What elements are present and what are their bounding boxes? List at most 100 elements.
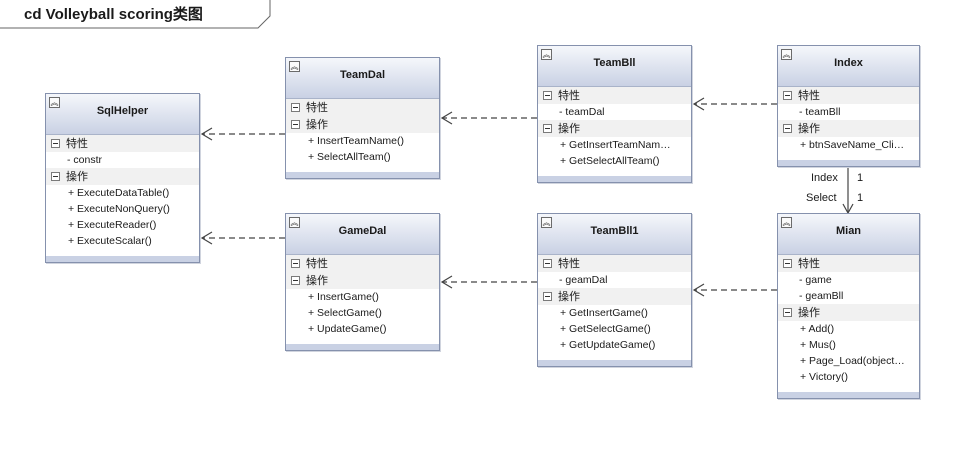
arrowhead-teambll1 [692,283,705,297]
operations-section-header[interactable]: 操作 [778,304,919,321]
operations-section-header[interactable]: 操作 [538,120,691,137]
class-mian[interactable]: ︽ Mian 特性 - game - geamBll 操作 + Add() + … [777,213,920,399]
association-target-role: Select [806,192,837,204]
operation-item: + ExecuteScalar() [68,235,152,247]
frame-tab-outline [0,0,271,29]
collapse-minus-icon[interactable] [783,91,792,100]
class-teambll[interactable]: ︽ TeamBll 特性 - teamDal 操作 + GetInsertTea… [537,45,692,183]
attributes-section-header[interactable]: 特性 [778,255,919,272]
diagram-title: cd Volleyball scoring类图 [24,6,203,23]
arrowhead-gamedal [440,275,453,289]
operations-section-header[interactable]: 操作 [538,288,691,305]
class-index[interactable]: ︽ Index 特性 - teamBll 操作 + btnSaveName_Cl… [777,45,920,167]
attributes-section-header[interactable]: 特性 [778,87,919,104]
arrowhead-teamdal [440,111,453,125]
class-name: TeamBll1 [590,225,639,237]
class-footer [538,176,691,182]
attribute-item: - game [799,274,832,286]
operation-item: + ExecuteNonQuery() [68,203,170,215]
class-footer [286,172,439,178]
class-name: TeamBll [593,57,636,69]
attribute-item: - geamBll [799,290,844,302]
attributes-section-header[interactable]: 特性 [286,255,439,272]
collapse-minus-icon[interactable] [783,259,792,268]
attribute-item: - teamDal [559,106,605,118]
class-header: ︽ TeamBll1 [538,214,691,255]
class-header: ︽ SqlHelper [46,94,199,135]
operation-item: + ExecuteDataTable() [68,187,170,199]
collapse-minus-icon[interactable] [51,139,60,148]
class-header: ︽ TeamDal [286,58,439,99]
class-header: ︽ Mian [778,214,919,255]
class-footer [778,160,919,166]
class-footer [286,344,439,350]
collapse-minus-icon[interactable] [543,259,552,268]
operation-item: + GetSelectGame() [560,323,651,335]
operations-section-header[interactable]: 操作 [286,272,439,289]
attributes-section-header[interactable]: 特性 [538,255,691,272]
diagram-frame-tab: cd Volleyball scoring类图 [0,0,271,29]
operation-item: + GetSelectAllTeam() [560,155,660,167]
class-gamedal[interactable]: ︽ GameDal 特性 操作 + InsertGame() + SelectG… [285,213,440,351]
collapse-minus-icon[interactable] [291,103,300,112]
operation-item: + btnSaveName_Cli… [800,139,905,151]
operations-section-header[interactable]: 操作 [286,116,439,133]
class-sqlhelper[interactable]: ︽ SqlHelper 特性 - constr 操作 + ExecuteData… [45,93,200,263]
attributes-section-header[interactable]: 特性 [538,87,691,104]
class-header: ︽ TeamBll [538,46,691,87]
collapse-minus-icon[interactable] [543,91,552,100]
operation-item: + InsertGame() [308,291,379,303]
attributes-section-header[interactable]: 特性 [286,99,439,116]
operation-item: + GetInsertGame() [560,307,648,319]
operation-item: + InsertTeamName() [308,135,404,147]
collapse-minus-icon[interactable] [291,276,300,285]
operation-item: + GetInsertTeamNam… [560,139,671,151]
collapse-chevron-icon[interactable]: ︽ [781,49,792,60]
class-teamdal[interactable]: ︽ TeamDal 特性 操作 + InsertTeamName() + Sel… [285,57,440,179]
class-name: SqlHelper [96,105,149,117]
operations-section-header[interactable]: 操作 [778,120,919,137]
class-teambll1[interactable]: ︽ TeamBll1 特性 - geamDal 操作 + GetInsertGa… [537,213,692,367]
collapse-chevron-icon[interactable]: ︽ [49,97,60,108]
arrowhead-sqlhelper-top [200,127,213,141]
class-footer [46,256,199,262]
collapse-minus-icon[interactable] [783,308,792,317]
class-name: Mian [835,225,862,237]
collapse-minus-icon[interactable] [543,124,552,133]
collapse-minus-icon[interactable] [291,120,300,129]
collapse-minus-icon[interactable] [291,259,300,268]
operation-item: + Add() [800,323,835,335]
operation-item: + GetUpdateGame() [560,339,656,351]
collapse-chevron-icon[interactable]: ︽ [781,217,792,228]
operation-item: + Page_Load(object… [800,355,905,367]
class-header: ︽ Index [778,46,919,87]
association-target-multiplicity: 1 [857,192,864,204]
class-name: GameDal [338,225,387,237]
class-header: ︽ GameDal [286,214,439,255]
operation-item: + UpdateGame() [308,323,387,335]
operation-item: + ExecuteReader() [68,219,157,231]
collapse-chevron-icon[interactable]: ︽ [541,49,552,60]
attribute-item: - geamDal [559,274,608,286]
attributes-section-header[interactable]: 特性 [46,135,199,152]
collapse-chevron-icon[interactable]: ︽ [289,217,300,228]
operation-item: + Victory() [800,371,848,383]
collapse-minus-icon[interactable] [51,172,60,181]
operation-item: + Mus() [800,339,836,351]
class-footer [778,392,919,398]
class-name: TeamDal [339,69,386,81]
operation-item: + SelectAllTeam() [308,151,391,163]
arrowhead-sqlhelper-bottom [200,231,213,245]
collapse-minus-icon[interactable] [543,292,552,301]
association-source-role: Index [811,172,838,184]
association-source-multiplicity: 1 [857,172,864,184]
collapse-minus-icon[interactable] [783,124,792,133]
operation-item: + SelectGame() [308,307,382,319]
collapse-chevron-icon[interactable]: ︽ [289,61,300,72]
attribute-item: - constr [67,154,103,166]
arrowhead-teambll [692,97,705,111]
operations-section-header[interactable]: 操作 [46,168,199,185]
attribute-item: - teamBll [799,106,841,118]
collapse-chevron-icon[interactable]: ︽ [541,217,552,228]
class-footer [538,360,691,366]
